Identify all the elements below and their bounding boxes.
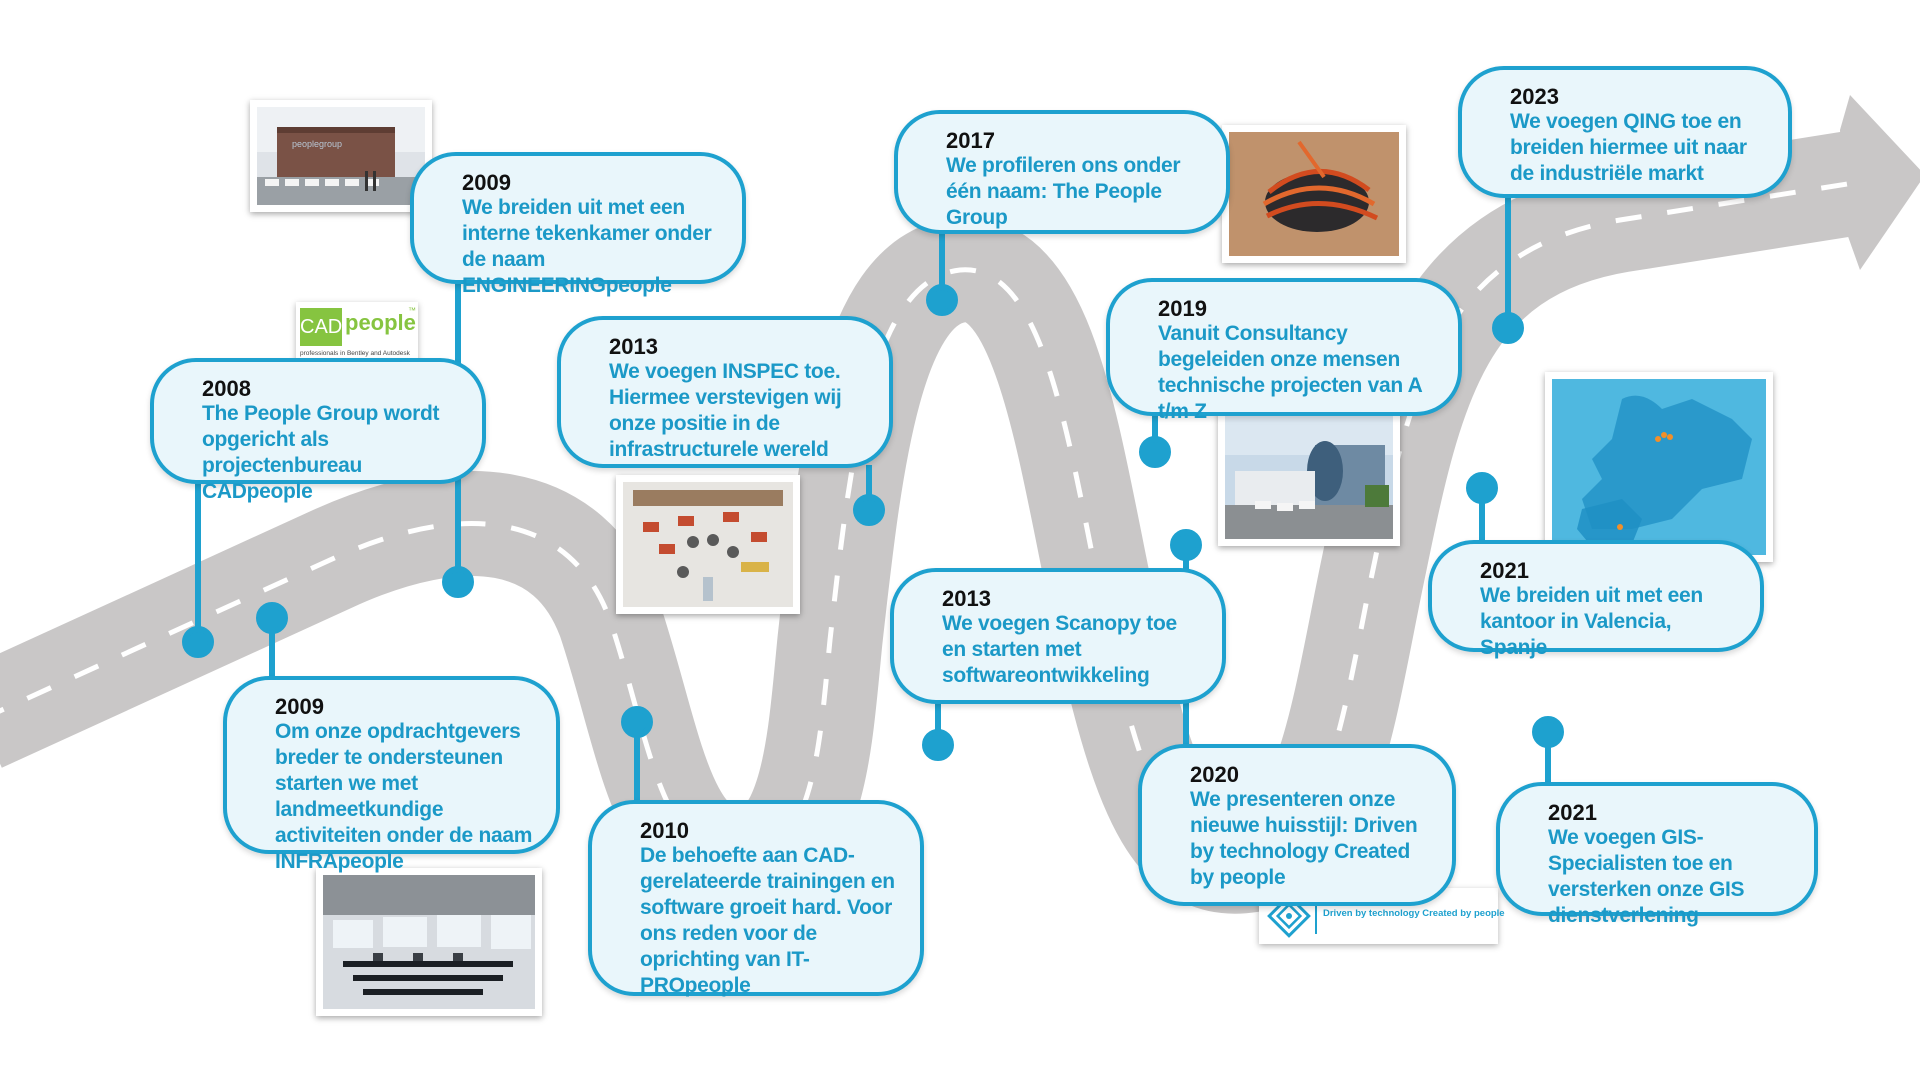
cad-logo-people: people [345,310,416,335]
europe-map-photo [1545,372,1773,562]
milestone-year: 2023 [1510,84,1559,109]
milestone-year: 2009 [462,170,511,195]
slogan-text: Driven by technology Created by people [1323,908,1505,919]
cadpeople-logo: CAD people ™ professionals in Bentley an… [296,302,418,364]
milestone-text: We voegen GIS-Specialisten toe en verste… [1548,826,1745,927]
milestone-text: Vanuit Consultancy begeleiden onze mense… [1158,322,1422,423]
connector-dot-2013a [853,494,885,526]
connector-dot-2008 [182,626,214,658]
milestone-year: 2010 [640,818,689,843]
cables-photo [1222,125,1406,263]
milestone-text: We voegen INSPEC toe. Hiermee verstevige… [609,360,842,461]
milestone-year: 2009 [275,694,324,719]
connectors [182,190,1564,800]
milestone-2010: 2010 De behoefte aan CAD-gerelateerde tr… [588,800,924,997]
milestone-text: We profileren ons onder één naam: The Pe… [946,154,1181,229]
connector-dot-2017 [926,284,958,316]
milestone-text: We voegen Scanopy toe en starten met sof… [942,612,1177,687]
connector-dot-2009b [256,602,288,634]
building-sign: peoplegroup [292,139,342,149]
road-arrow-head [1840,95,1920,270]
connector-dot-2019 [1139,436,1171,468]
milestone-text: We breiden uit met een kantoor in Valenc… [1480,584,1703,659]
office-building-photo [1218,408,1400,546]
milestone-2019: 2019 Vanuit Consultancy begeleiden onze … [1106,278,1462,423]
connector-dot-2009a [442,566,474,598]
slogan-divider [1315,898,1317,934]
office-desks-photo [316,868,542,1016]
people-group-logo-icon [1267,894,1311,938]
connector-dot-2010 [621,706,653,738]
milestone-text: We voegen QING toe en breiden hiermee ui… [1510,110,1747,185]
milestone-year: 2019 [1158,296,1207,321]
milestone-2013-scanopy: 2013 We voegen Scanopy toe en starten me… [890,568,1226,704]
milestone-2009-engineering: 2009 We breiden uit met een interne teke… [410,152,746,297]
milestone-2020: 2020 We presenteren onze nieuwe huisstij… [1138,744,1456,906]
milestone-year: 2017 [946,128,995,153]
road-center-line [0,179,1861,864]
connector-dot-2021a [1466,472,1498,504]
milestone-text: We breiden uit met een interne tekenkame… [462,196,712,297]
milestone-text: Om onze opdrachtgevers breder te onderst… [275,720,533,873]
connector-dot-2020 [1170,529,1202,561]
milestone-2017: 2017 We profileren ons onder één naam: T… [894,110,1230,234]
milestone-2008: 2008 The People Group wordt opgericht al… [150,358,486,503]
milestone-2021-gis: 2021 We voegen GIS-Specialisten toe en v… [1496,782,1818,927]
milestone-year: 2013 [609,334,658,359]
office-meeting-photo [616,475,800,614]
cad-logo-mark: CAD [300,308,342,346]
building-photo: peoplegroup [250,100,432,212]
milestone-text: The People Group wordt opgericht als pro… [202,402,440,503]
connector-dot-2021b [1532,716,1564,748]
cad-logo-tm: ™ [408,306,416,315]
connector-dot-2013b [922,729,954,761]
milestone-year: 2021 [1480,558,1529,583]
milestone-year: 2008 [202,376,251,401]
connector-dot-2023 [1492,312,1524,344]
milestone-2023: 2023 We voegen QING toe en breiden hierm… [1458,66,1792,198]
milestone-2013-inspec: 2013 We voegen INSPEC toe. Hiermee verst… [557,316,893,468]
milestone-year: 2013 [942,586,991,611]
milestone-2021-valencia: 2021 We breiden uit met een kantoor in V… [1428,540,1764,659]
milestone-year: 2021 [1548,800,1597,825]
milestone-text: De behoefte aan CAD-gerelateerde trainin… [640,844,895,997]
cad-logo-tagline: professionals in Bentley and Autodesk [300,350,410,357]
milestone-2009-infra: 2009 Om onze opdrachtgevers breder te on… [223,676,560,873]
milestone-year: 2020 [1190,762,1239,787]
milestone-text: We presenteren onze nieuwe huisstijl: Dr… [1190,788,1418,889]
